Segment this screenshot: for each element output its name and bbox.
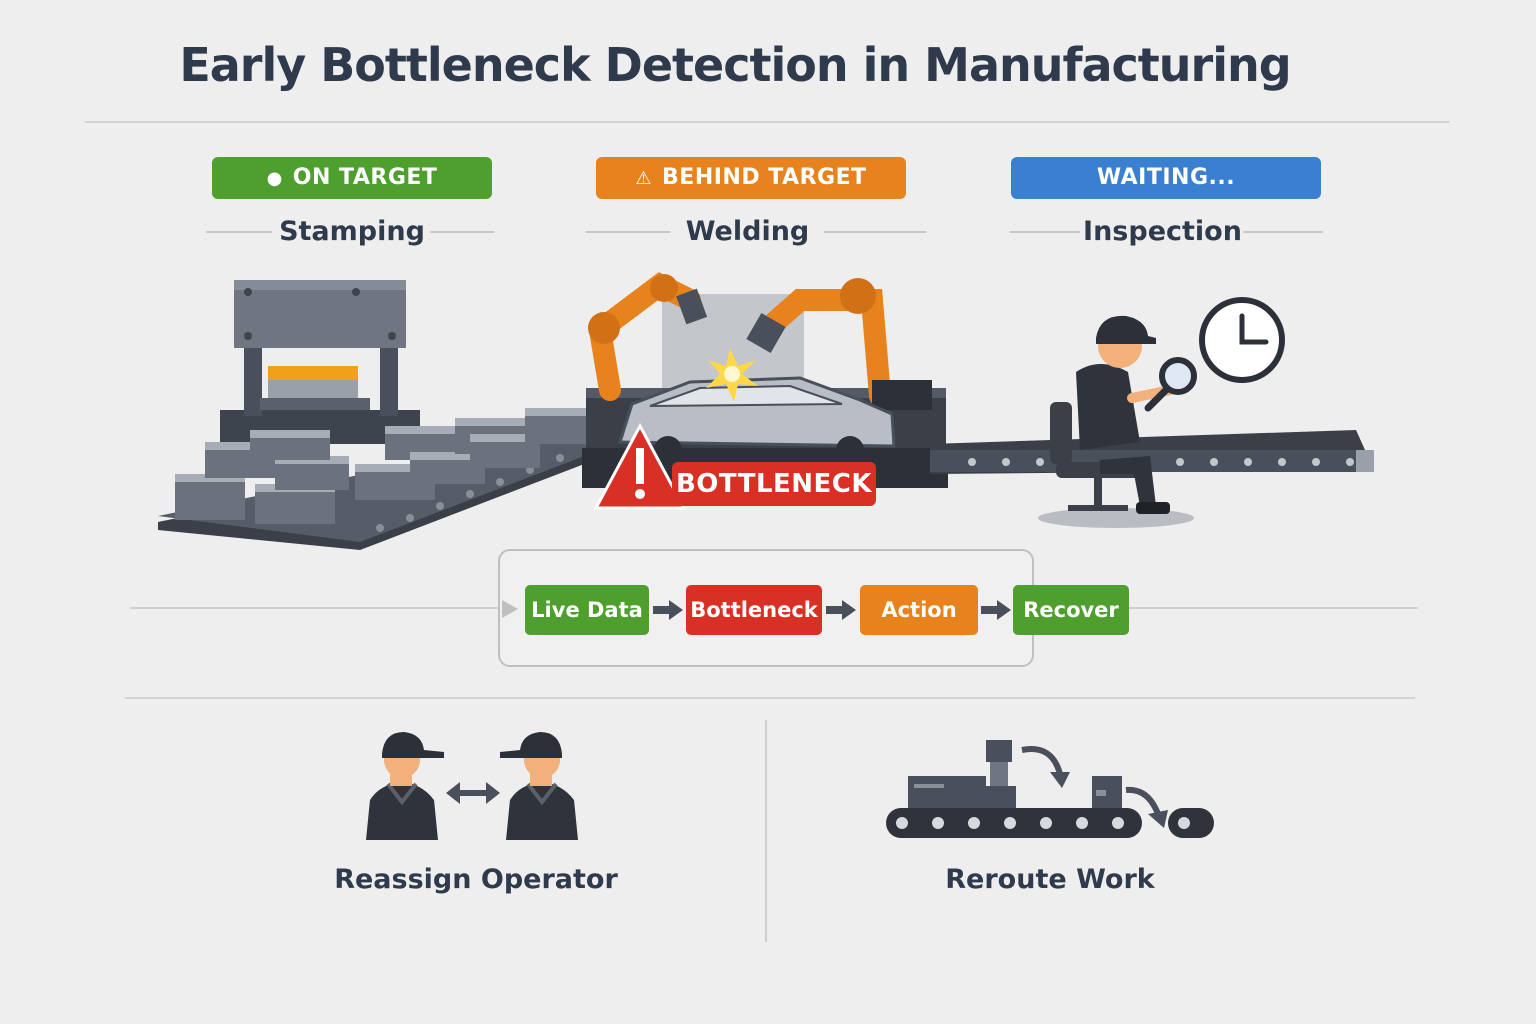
stage-rule — [824, 231, 926, 233]
stage-rule — [430, 231, 494, 233]
stage-rule — [1010, 231, 1080, 233]
bottleneck-warning-icon — [593, 422, 687, 510]
page-title: Early Bottleneck Detection in Manufactur… — [179, 38, 1291, 92]
flow-entry-arrow-icon — [502, 600, 518, 618]
arrow-right-icon — [826, 600, 856, 620]
warning-icon: ⚠ — [635, 168, 653, 189]
flow-step-action: Action — [860, 585, 978, 635]
status-badge-inspection: WAITING... — [1011, 157, 1321, 199]
inspector-icon — [1038, 315, 1197, 528]
status-dot-icon: ● — [266, 168, 283, 189]
stage-label-stamping: Stamping — [279, 216, 425, 247]
status-badge-welding: ⚠BEHIND TARGET — [596, 157, 906, 199]
reroute-conveyor-icon — [886, 740, 1214, 838]
stage-label-inspection: Inspection — [1083, 216, 1242, 247]
bottleneck-tag: BOTTLENECK — [672, 462, 876, 506]
action-label-reassign-operator: Reassign Operator — [334, 864, 618, 895]
stage-rule — [586, 231, 670, 233]
status-badge-stamping: ●ON TARGET — [212, 157, 492, 199]
stage-rule — [206, 231, 272, 233]
flow-step-recover: Recover — [1013, 585, 1129, 635]
weld-spark-icon — [706, 348, 758, 402]
flow-line-right — [1128, 607, 1418, 609]
flow-step-bottleneck: Bottleneck — [686, 585, 822, 635]
production-line-illustration — [158, 272, 1374, 550]
stage-label-welding: Welding — [685, 216, 810, 247]
flow-line-left — [130, 607, 500, 609]
column-divider — [765, 720, 767, 942]
action-label-reroute-work: Reroute Work — [945, 864, 1155, 895]
section-divider — [125, 697, 1415, 699]
clock-icon — [1199, 297, 1285, 383]
stage-rule — [1243, 231, 1323, 233]
stamping-press-icon — [220, 280, 420, 444]
arrow-right-icon — [981, 600, 1011, 620]
arrow-right-icon — [653, 600, 683, 620]
swap-operators-icon — [366, 732, 578, 840]
flow-step-live-data: Live Data — [525, 585, 649, 635]
title-divider — [85, 121, 1450, 123]
metal-sheet-stacks — [175, 408, 591, 524]
inspection-conveyor — [930, 430, 1374, 474]
